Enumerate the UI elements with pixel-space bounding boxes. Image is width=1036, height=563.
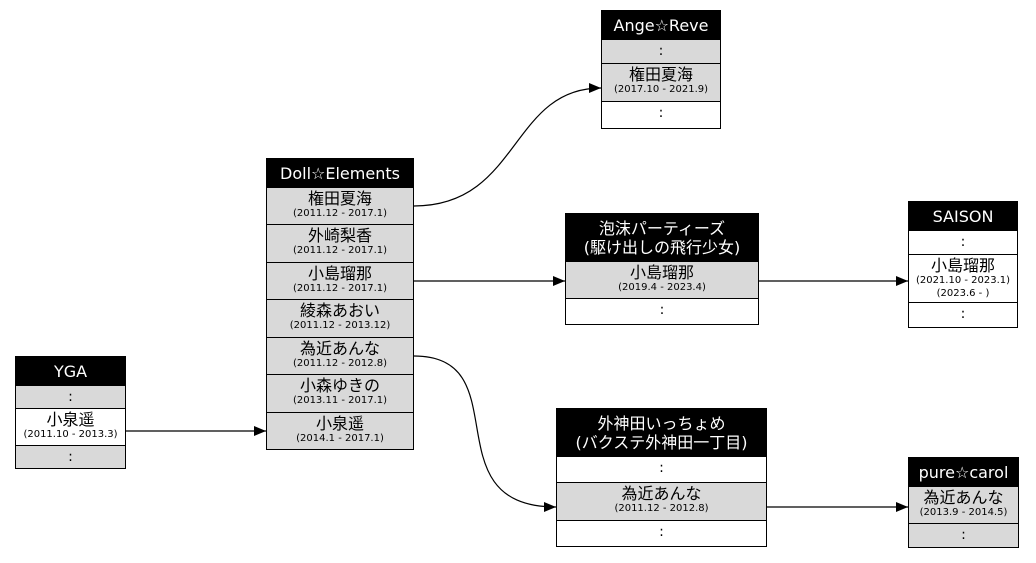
ellipsis-row: : xyxy=(602,39,720,63)
node-yga[interactable]: YGA : 小泉遥 (2011.10 - 2013.3) : xyxy=(15,356,126,469)
member-period: (2013.11 - 2017.1) xyxy=(292,395,388,406)
member-row[interactable]: 外崎梨香 (2011.12 - 2017.1) xyxy=(267,224,413,262)
member-name: 為近あんな xyxy=(299,339,380,358)
member-name: 小島瑠那 xyxy=(930,256,995,275)
member-name: 権田夏海 xyxy=(307,189,372,208)
member-name: 為近あんな xyxy=(923,488,1004,507)
member-period: (2011.12 - 2017.1) xyxy=(292,283,388,294)
member-period: (2014.1 - 2017.1) xyxy=(296,433,384,444)
member-row[interactable]: 小島瑠那 (2021.10 - 2023.1) (2023.6 - ) xyxy=(909,254,1017,302)
member-period: (2011.12 - 2013.12) xyxy=(289,320,391,331)
member-name: 小島瑠那 xyxy=(307,264,372,283)
member-name: 小泉遥 xyxy=(46,410,95,429)
member-period: (2019.4 - 2023.4) xyxy=(618,282,706,293)
member-period: (2017.10 - 2021.9) xyxy=(613,84,709,95)
member-name: 小森ゆきの xyxy=(299,376,380,395)
member-row[interactable]: 為近あんな (2011.12 - 2012.8) xyxy=(557,482,766,520)
ellipsis-row: : xyxy=(909,302,1017,327)
member-period: (2011.12 - 2017.1) xyxy=(292,208,388,219)
ellipsis-row: : xyxy=(566,298,758,324)
member-row[interactable]: 為近あんな (2013.9 - 2014.5) xyxy=(909,486,1018,523)
member-row[interactable]: 小泉遥 (2014.1 - 2017.1) xyxy=(267,412,413,449)
node-doll-elements[interactable]: Doll☆Elements 権田夏海 (2011.12 - 2017.1) 外崎… xyxy=(266,158,414,450)
member-period: (2011.10 - 2013.3) xyxy=(23,429,118,440)
ellipsis-row: : xyxy=(557,520,766,546)
node-title: Ange☆Reve xyxy=(602,11,720,39)
member-period: (2011.12 - 2017.1) xyxy=(292,245,388,256)
ellipsis-row: : xyxy=(909,230,1017,254)
member-name: 権田夏海 xyxy=(628,65,693,84)
member-row[interactable]: 小森ゆきの (2013.11 - 2017.1) xyxy=(267,374,413,412)
edge-doll-to-ange xyxy=(413,83,602,207)
edge-doll-to-tokanda xyxy=(413,355,557,512)
member-name: 小島瑠那 xyxy=(629,263,694,282)
member-period-second: (2023.6 - ) xyxy=(936,288,990,299)
member-period: (2013.9 - 2014.5) xyxy=(919,507,1008,518)
node-houmatsu-parties[interactable]: 泡沫パーティーズ (駆け出しの飛行少女) 小島瑠那 (2019.4 - 2023… xyxy=(565,213,759,325)
member-row[interactable]: 権田夏海 (2017.10 - 2021.9) xyxy=(602,63,720,101)
member-name: 綾森あおい xyxy=(299,301,380,320)
node-pure-carol[interactable]: pure☆carol 為近あんな (2013.9 - 2014.5) : xyxy=(908,457,1019,548)
node-title: pure☆carol xyxy=(909,458,1018,486)
member-row[interactable]: 為近あんな (2011.12 - 2012.8) xyxy=(267,337,413,374)
member-row[interactable]: 小泉遥 (2011.10 - 2013.3) xyxy=(16,408,125,445)
ellipsis-row: : xyxy=(16,385,125,408)
ellipsis-row: : xyxy=(557,456,766,482)
member-period: (2011.12 - 2012.8) xyxy=(292,358,388,369)
member-row[interactable]: 権田夏海 (2011.12 - 2017.1) xyxy=(267,187,413,224)
member-period: (2021.10 - 2023.1) xyxy=(915,275,1011,286)
member-name: 小泉遥 xyxy=(315,414,364,433)
node-title: 泡沫パーティーズ (駆け出しの飛行少女) xyxy=(566,214,758,261)
node-title: 外神田いっちょめ (バクステ外神田一丁目) xyxy=(557,409,766,456)
member-period: (2011.12 - 2012.8) xyxy=(614,503,709,514)
member-row[interactable]: 綾森あおい (2011.12 - 2013.12) xyxy=(267,299,413,337)
ellipsis-row: : xyxy=(16,445,125,468)
node-ange-reve[interactable]: Ange☆Reve : 権田夏海 (2017.10 - 2021.9) : xyxy=(601,10,721,129)
member-row[interactable]: 小島瑠那 (2011.12 - 2017.1) xyxy=(267,262,413,299)
member-row[interactable]: 小島瑠那 (2019.4 - 2023.4) xyxy=(566,261,758,298)
member-name: 外崎梨香 xyxy=(307,226,372,245)
node-saison[interactable]: SAISON : 小島瑠那 (2021.10 - 2023.1) (2023.6… xyxy=(908,201,1018,328)
ellipsis-row: : xyxy=(909,523,1018,547)
node-title: YGA xyxy=(16,357,125,385)
ellipsis-row: : xyxy=(602,101,720,128)
member-name: 為近あんな xyxy=(621,484,702,503)
node-title: Doll☆Elements xyxy=(267,159,413,187)
node-sotokanda-icchome[interactable]: 外神田いっちょめ (バクステ外神田一丁目) : 為近あんな (2011.12 -… xyxy=(556,408,767,547)
node-title: SAISON xyxy=(909,202,1017,230)
